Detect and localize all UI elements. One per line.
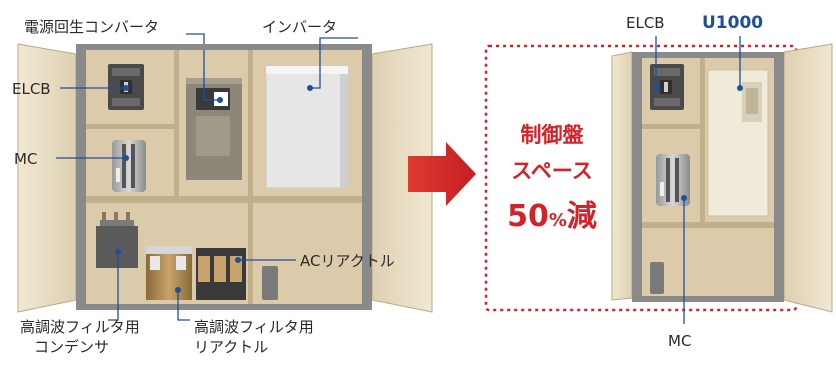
callout-line1: 制御盤 [521, 123, 585, 147]
label-hf-capacitor-line2: コンデンサ [34, 338, 109, 356]
label-mc-before: MC [14, 150, 37, 168]
transition-arrow-icon [408, 142, 476, 206]
label-hf-reactor-line2: リアクトル [194, 338, 268, 356]
label-u1000: U1000 [702, 13, 763, 33]
terminal-block-after [650, 262, 664, 294]
callout-line2: スペース [511, 159, 592, 183]
label-mc-after: MC [668, 332, 691, 350]
hf-filter-reactor-device [146, 246, 192, 300]
callout-percent-number: 50 [507, 199, 549, 234]
label-elcb-after: ELCB [626, 14, 665, 32]
mc-device-after [656, 154, 690, 206]
space-reduction-frame [484, 44, 798, 312]
hf-filter-capacitor-device [96, 212, 138, 268]
elcb-device-after [650, 64, 684, 110]
ac-reactor-device [196, 248, 246, 300]
label-ac-reactor: ACリアクトル [300, 252, 395, 270]
power-regen-converter-device [186, 78, 242, 180]
after-leader-lines [653, 36, 743, 324]
label-elcb-before: ELCB [12, 80, 51, 98]
callout-percent-sign: % [549, 210, 567, 231]
cabinet-after-right-door [783, 43, 833, 313]
label-hf-capacitor-line1: 高調波フィルタ用 [20, 318, 140, 336]
label-hf-reactor-line1: 高調波フィルタ用 [194, 318, 314, 336]
callout-percent-word: 減 [567, 199, 597, 234]
terminal-block [262, 266, 278, 300]
cabinet-before [17, 43, 433, 313]
mc-device [112, 140, 146, 192]
inverter-device [265, 65, 349, 189]
callout-percent: 50%減 [507, 199, 597, 234]
label-inverter: インバータ [262, 18, 337, 36]
u1000-device [707, 69, 769, 217]
label-power-regen-converter: 電源回生コンバータ [24, 18, 159, 36]
cabinet-after [611, 43, 833, 313]
before-leader-lines [56, 33, 358, 321]
cabinet-after-left-door [611, 51, 633, 301]
